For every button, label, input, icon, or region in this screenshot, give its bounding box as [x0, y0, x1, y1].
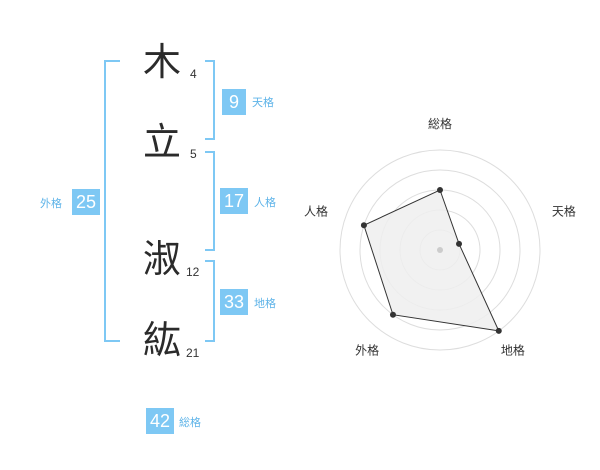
- radar-ring: [359, 169, 521, 331]
- radar-axis-label: 人格: [304, 204, 328, 219]
- tenkaku-badge: 9: [222, 89, 246, 115]
- chikaku-badge: 33: [220, 289, 248, 315]
- soukaku-label: 総格: [179, 416, 201, 429]
- gaikaku-badge: 25: [72, 189, 100, 215]
- chikaku-label: 地格: [254, 297, 276, 310]
- jinkaku-badge: 17: [220, 188, 248, 214]
- chikaku-bracket: [205, 260, 215, 342]
- gaikaku-label: 外格: [40, 197, 62, 210]
- name-char-4: 紘: [142, 318, 181, 362]
- jinkaku-label: 人格: [254, 196, 276, 209]
- tenkaku-label: 天格: [252, 96, 274, 109]
- radar-axis-label: 天格: [552, 204, 576, 219]
- jinkaku-bracket: [205, 151, 215, 251]
- radar-ring: [339, 149, 541, 351]
- name-char-3: 淑: [142, 237, 181, 281]
- name-char-2: 立: [142, 120, 181, 164]
- stroke-count-1: 4: [190, 67, 197, 81]
- radar-point: [495, 327, 502, 334]
- soukaku-badge: 42: [146, 408, 174, 434]
- tenkaku-bracket: [205, 60, 215, 140]
- radar-point: [456, 240, 463, 247]
- stroke-count-2: 5: [190, 147, 197, 161]
- name-char-1: 木: [142, 40, 181, 84]
- radar-axis-label: 地格: [501, 342, 525, 357]
- radar-points: [360, 187, 502, 334]
- radar-area: [363, 189, 500, 332]
- radar-center-dot: [437, 247, 443, 253]
- radar-point: [360, 222, 367, 229]
- radar-point: [437, 187, 443, 193]
- radar-point: [389, 311, 396, 318]
- radar-axis-label: 総格: [428, 116, 452, 131]
- gaikaku-bracket: [104, 60, 120, 342]
- radar-axis-label: 外格: [355, 342, 379, 357]
- stroke-count-3: 12: [186, 265, 200, 279]
- stroke-count-4: 21: [186, 346, 200, 360]
